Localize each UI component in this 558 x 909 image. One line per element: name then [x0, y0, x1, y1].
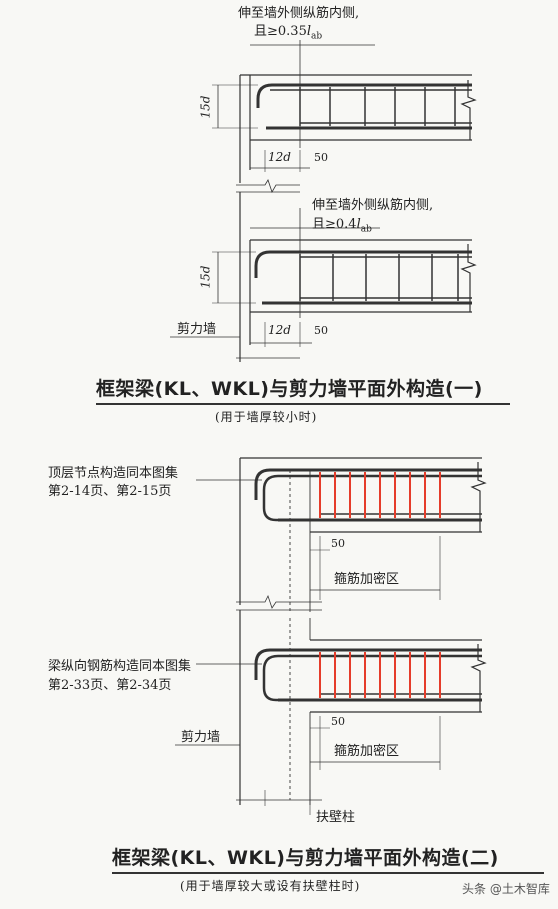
fig1-note-top-l: l — [306, 24, 312, 39]
fig1-note-top-sub: ab — [311, 31, 323, 42]
figure1-drawing — [170, 40, 477, 362]
fig2-subcaption: (用于墙厚较大或设有扶壁柱时) — [180, 879, 361, 893]
watermark: 头条 @土木智库 — [462, 882, 550, 896]
fig1-dim-50-bottom: 50 — [314, 324, 328, 337]
fig1-note-mid-line2: 且≥0.4lab — [312, 217, 372, 238]
beam2-stirrups — [299, 254, 459, 301]
beam1-stirrups — [299, 87, 456, 126]
fig2-dim-50-top: 50 — [331, 537, 345, 550]
fig1-dim-15d-top: 15d — [198, 95, 213, 119]
fig1-subcaption: (用于墙厚较小时) — [215, 410, 318, 424]
beam2-top-bar — [254, 250, 472, 278]
fig2-note-top-line2: 第2-14页、第2-15页 — [48, 484, 172, 499]
fig2-label-pilaster: 扶壁柱 — [316, 810, 356, 825]
fig1-caption: 框架梁(KL、WKL)与剪力墙平面外构造(一) — [96, 378, 483, 400]
beam2-break-line — [460, 244, 477, 312]
beam1-top-bar — [256, 83, 472, 108]
fig1-dim-12d-bottom: 12d — [268, 323, 291, 337]
fig1-label-shear-wall: 剪力墙 — [177, 322, 217, 337]
fig2-caption-underline — [112, 872, 544, 874]
fig2-caption: 框架梁(KL、WKL)与剪力墙平面外构造(二) — [112, 847, 499, 869]
fig2-note-mid-line1: 梁纵向钢筋构造同本图集 — [48, 659, 192, 674]
fig2-label-shear-wall: 剪力墙 — [181, 730, 221, 745]
fig1-caption-underline — [96, 403, 510, 405]
fig1-note-mid-l: l — [356, 217, 361, 232]
fig1-note-top-line2: 且≥0.35lab — [254, 24, 322, 45]
beam3-stirrups — [319, 472, 441, 518]
wall1-break — [236, 179, 300, 193]
fig1-note-mid-sub: ab — [360, 224, 372, 235]
fig1-note-mid-line1: 伸至墙外侧纵筋内侧, — [312, 198, 434, 213]
fig2-note-mid-line2: 第2-33页、第2-34页 — [48, 678, 172, 693]
fig2-dim-50-bottom: 50 — [331, 715, 345, 728]
figure2-drawing — [175, 457, 487, 815]
fig1-dim-12d-top: 12d — [268, 150, 291, 164]
fig1-note-top-text: 且≥0.35 — [254, 24, 307, 39]
fig1-note-mid-text: 且≥0.4 — [312, 217, 357, 232]
fig2-label-dense-top: 箍筋加密区 — [334, 572, 400, 587]
fig2-label-dense-bottom: 箍筋加密区 — [334, 744, 400, 759]
wall3-break — [236, 594, 322, 609]
beam3-top-bar — [254, 468, 482, 500]
beam1-break-line — [460, 80, 477, 140]
fig1-dim-50-top: 50 — [314, 151, 328, 164]
fig2-note-top-line1: 顶层节点构造同本图集 — [48, 466, 179, 481]
beam4-stirrups — [319, 652, 441, 698]
fig1-note-top-line1: 伸至墙外侧纵筋内侧, — [238, 6, 360, 21]
fig1-dim-15d-bottom: 15d — [198, 265, 213, 289]
